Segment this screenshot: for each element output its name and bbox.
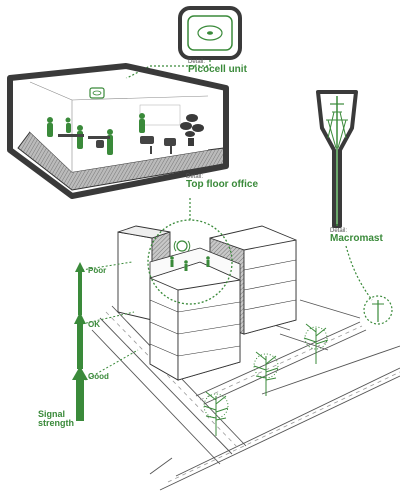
signal-caption-line1: Signal	[38, 409, 66, 419]
macromast-label: Detail: Macromast	[330, 228, 383, 245]
street-grid	[91, 299, 400, 491]
office-label-prefix: Detail:	[186, 174, 204, 180]
office-mini-people	[170, 256, 210, 271]
picocell-leader-line	[99, 60, 211, 93]
street-trees	[203, 323, 329, 436]
macromast-leader-line	[345, 245, 373, 301]
office-room-illustration	[7, 63, 229, 199]
signal-caption-line2: strength	[38, 418, 74, 429]
picocell-label-prefix: Detail:	[188, 59, 206, 65]
signal-level-ok: OK	[88, 320, 100, 329]
signal-caption: Signal strength	[38, 409, 74, 429]
signal-level-poor: Poor	[88, 266, 107, 275]
picocell-label: Detail: Picocell unit	[188, 59, 247, 76]
office-label: Detail: Top floor office	[186, 174, 258, 191]
picocell-unit-detail	[178, 6, 242, 60]
macromast-detail	[316, 90, 358, 228]
building-center	[149, 247, 241, 381]
signal-level-good: Good	[88, 372, 109, 381]
street-center-dashes	[105, 311, 400, 483]
macromast-label-prefix: Detail:	[330, 228, 348, 234]
signal-strength-scale	[72, 261, 139, 421]
macromast-label-title: Macromast	[330, 233, 383, 245]
picocell-label-title: Picocell unit	[188, 64, 247, 76]
office-label-title: Top floor office	[186, 179, 259, 191]
macromast-ground-marker	[363, 295, 393, 325]
office-mini-picocell	[173, 240, 191, 252]
